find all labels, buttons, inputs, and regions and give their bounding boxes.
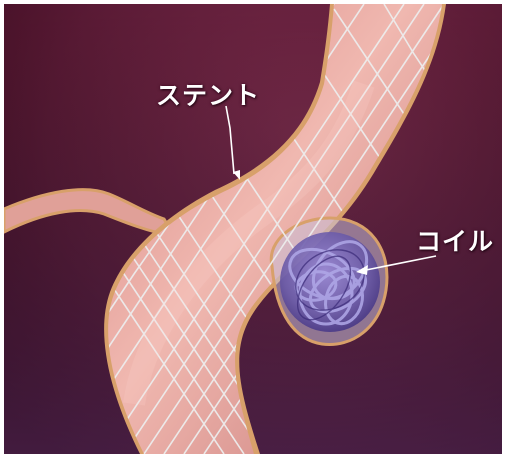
illustration-frame: ステント コイル — [4, 4, 502, 454]
stent-pointer-line — [226, 106, 234, 174]
stent-label: ステント — [156, 76, 260, 112]
coil-label: コイル — [416, 222, 494, 258]
coil-pointer-line — [366, 256, 436, 270]
coil-pointer-arrow-icon — [356, 265, 368, 275]
